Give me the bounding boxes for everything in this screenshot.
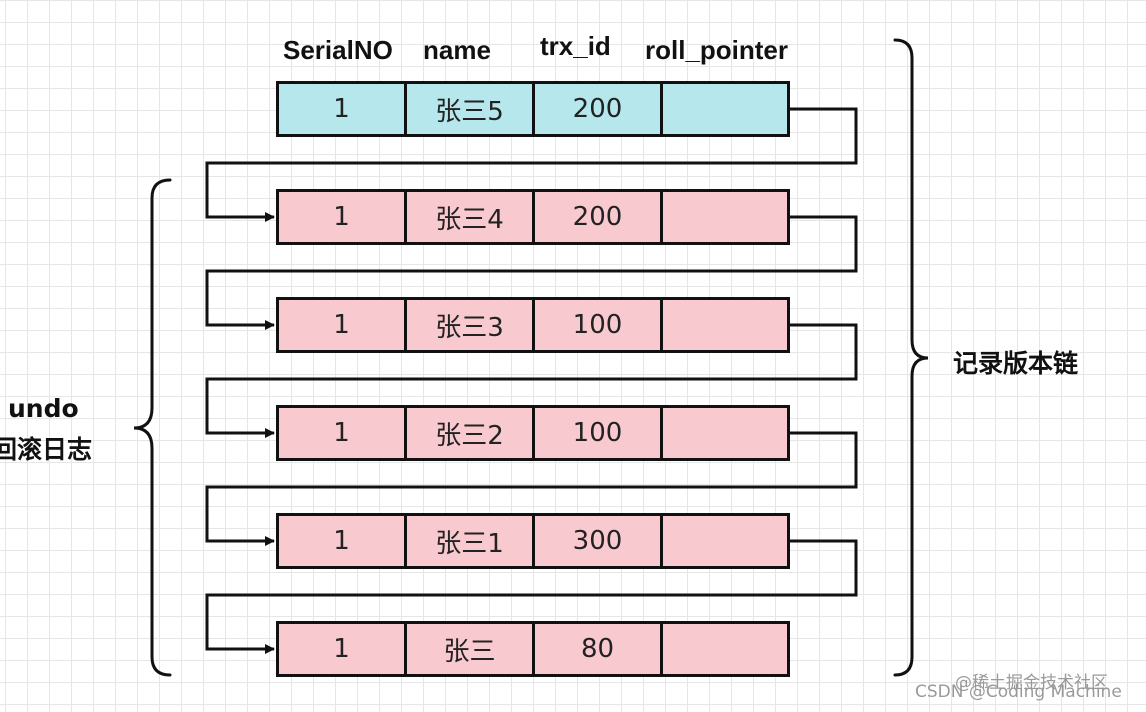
serialno-cell: 1 xyxy=(279,192,407,242)
column-header-serialno: SerialNO xyxy=(283,35,393,65)
serialno-cell: 1 xyxy=(279,84,407,134)
record-row-undo-4: 1 张三1 300 xyxy=(276,513,790,569)
trx-id-cell: 300 xyxy=(535,516,663,566)
roll-pointer-arrow xyxy=(205,431,858,546)
roll-pointer-arrow xyxy=(205,215,858,330)
serialno-cell: 1 xyxy=(279,300,407,350)
roll-pointer-arrow xyxy=(205,107,858,222)
record-row-undo-5: 1 张三 80 xyxy=(276,621,790,677)
roll-pointer-cell xyxy=(663,516,787,566)
column-header-name: name xyxy=(423,35,491,65)
watermark-juejin: @稀土掘金技术社区 xyxy=(955,673,1108,693)
trx-id-cell: 100 xyxy=(535,408,663,458)
record-row-undo-2: 1 张三3 100 xyxy=(276,297,790,353)
roll-pointer-cell xyxy=(663,624,787,674)
roll-pointer-cell xyxy=(663,300,787,350)
watermark-csdn: CSDN @Coding Machine xyxy=(915,682,1122,702)
roll-pointer-cell xyxy=(663,192,787,242)
column-header-trx-id: trx_id xyxy=(540,31,611,61)
roll-pointer-arrow xyxy=(205,323,858,438)
serialno-cell: 1 xyxy=(279,624,407,674)
serialno-cell: 1 xyxy=(279,516,407,566)
roll-pointer-arrow xyxy=(205,539,858,654)
trx-id-cell: 200 xyxy=(535,84,663,134)
roll-pointer-connectors xyxy=(205,107,858,654)
undo-label: undo xyxy=(8,394,79,423)
record-row-undo-3: 1 张三2 100 xyxy=(276,405,790,461)
record-row-undo-1: 1 张三4 200 xyxy=(276,189,790,245)
version-chain-label: 记录版本链 xyxy=(953,349,1079,378)
roll-pointer-cell xyxy=(663,84,787,134)
name-cell: 张三 xyxy=(407,624,535,674)
trx-id-cell: 80 xyxy=(535,624,663,674)
column-header-roll-pointer: roll_pointer xyxy=(645,35,789,65)
name-cell: 张三2 xyxy=(407,408,535,458)
undo-log-brace xyxy=(133,178,172,677)
record-row-current: 1 张三5 200 xyxy=(276,81,790,137)
trx-id-cell: 100 xyxy=(535,300,663,350)
serialno-cell: 1 xyxy=(279,408,407,458)
roll-pointer-cell xyxy=(663,408,787,458)
version-chain-brace xyxy=(893,38,929,677)
name-cell: 张三5 xyxy=(407,84,535,134)
undo-log-label: 回滚日志 xyxy=(0,435,93,464)
name-cell: 张三4 xyxy=(407,192,535,242)
name-cell: 张三1 xyxy=(407,516,535,566)
trx-id-cell: 200 xyxy=(535,192,663,242)
name-cell: 张三3 xyxy=(407,300,535,350)
